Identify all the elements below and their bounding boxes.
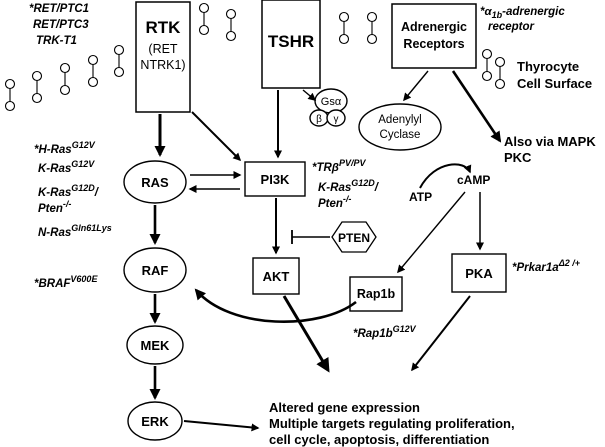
mouse-models: *RET/PTC1 RET/PTC3 TRK-T1 *α1b-adrenergi…	[29, 3, 581, 340]
pten-node: PTEN	[331, 221, 377, 253]
svg-text:MEK: MEK	[141, 338, 171, 353]
arrow-rtk-pi3k	[191, 111, 242, 162]
adrenergic-receptors: Adrenergic Receptors	[391, 3, 477, 69]
arrow-adrenergic-mapk	[451, 70, 502, 143]
model-ret-ptc1: *RET/PTC1	[29, 3, 89, 15]
model-k-ras-pten-line-2: Pten-/-	[38, 199, 71, 215]
rap1b-node: Rap1b	[349, 276, 403, 312]
model-k-ras-pten-2-line-2: Pten-/-	[318, 194, 351, 210]
arrow-atp-camp	[419, 163, 472, 189]
model-trk-t1: TRK-T1	[36, 35, 77, 47]
model-rap1b: *Rap1bG12V	[353, 324, 417, 340]
svg-text:PI3K: PI3K	[261, 172, 291, 187]
model-h-ras: *H-RasG12V	[34, 140, 96, 156]
model-n-ras: N-RasGln61Lys	[38, 223, 112, 239]
pi3k-node: PI3K	[244, 161, 306, 197]
rtk-sub-1: (RET	[148, 42, 178, 56]
arrow-pka-outcome	[411, 295, 471, 372]
svg-text:Rap1b: Rap1b	[357, 287, 396, 301]
pka-node: PKA	[451, 253, 507, 293]
model-alpha1b-receptor-line-2: receptor	[488, 21, 535, 33]
adenylyl-cyclase: Adenylyl Cyclase	[358, 103, 442, 151]
mapk-note-2: PKC	[504, 150, 532, 165]
svg-text:PKA: PKA	[465, 266, 493, 281]
outcome-line-1: Altered gene expression	[269, 400, 420, 415]
rtk-receptor: RTK (RET NTRK1)	[135, 1, 191, 113]
akt-node: AKT	[252, 257, 300, 295]
arrow-adrenergic-cyclase	[403, 70, 429, 102]
adrenergic-line-1: Adrenergic	[401, 20, 467, 34]
arrow-erk-outcome	[183, 420, 260, 432]
arrow-camp-rap1b	[397, 191, 466, 274]
model-prkar1a: *Prkar1aΔ2 /+	[512, 258, 581, 274]
arrow-rap1b-raf	[194, 288, 357, 323]
adenylyl-cyclase-line-2: Cyclase	[380, 129, 421, 141]
erk-node: ERK	[127, 401, 183, 441]
adenylyl-cyclase-line-1: Adenylyl	[378, 114, 421, 126]
g-gamma-label: γ	[334, 114, 339, 125]
arrow-akt-outcome	[282, 295, 330, 373]
g-beta-label: β	[316, 114, 322, 125]
model-k-ras: K-RasG12V	[38, 159, 95, 175]
membrane-label-1: Thyrocyte	[517, 59, 579, 74]
model-ret-ptc3: RET/PTC3	[33, 19, 89, 31]
svg-text:ERK: ERK	[141, 414, 169, 429]
adrenergic-line-2: Receptors	[403, 37, 464, 51]
svg-text:PTEN: PTEN	[338, 231, 370, 245]
camp-label: cAMP	[457, 173, 490, 187]
mek-node: MEK	[126, 325, 184, 365]
model-k-ras-pten-2: K-RasG12D/	[318, 178, 380, 194]
atp-label: ATP	[409, 190, 432, 204]
membrane-label-2: Cell Surface	[517, 76, 592, 91]
arrow-tshr-gprotein	[302, 89, 317, 101]
ras-node: RAS	[123, 160, 187, 204]
svg-text:RAS: RAS	[141, 175, 169, 190]
model-alpha1b-receptor: *α1b-adrenergic	[480, 6, 565, 20]
svg-text:AKT: AKT	[263, 269, 290, 284]
svg-text:RAF: RAF	[142, 263, 169, 278]
rtk-title: RTK	[146, 18, 182, 37]
tshr-receptor: TSHR	[261, 0, 321, 89]
g-alpha-label: Gsα	[321, 96, 342, 108]
pathway-arrows	[149, 70, 502, 432]
model-k-ras-pten: K-RasG12D/	[38, 183, 100, 199]
rtk-sub-2: NTRK1)	[140, 58, 185, 72]
model-braf: *BRAFV600E	[34, 274, 98, 290]
raf-node: RAF	[123, 247, 187, 293]
outcome-line-3: cell cycle, apoptosis, differentiation	[269, 432, 489, 447]
model-tr-beta: *TRβPV/PV	[312, 158, 366, 174]
tshr-title: TSHR	[268, 32, 314, 51]
mapk-note-1: Also via MAPK	[504, 134, 596, 149]
g-protein: Gsα β γ	[309, 88, 348, 127]
outcome-line-2: Multiple targets regulating proliferatio…	[269, 416, 515, 431]
